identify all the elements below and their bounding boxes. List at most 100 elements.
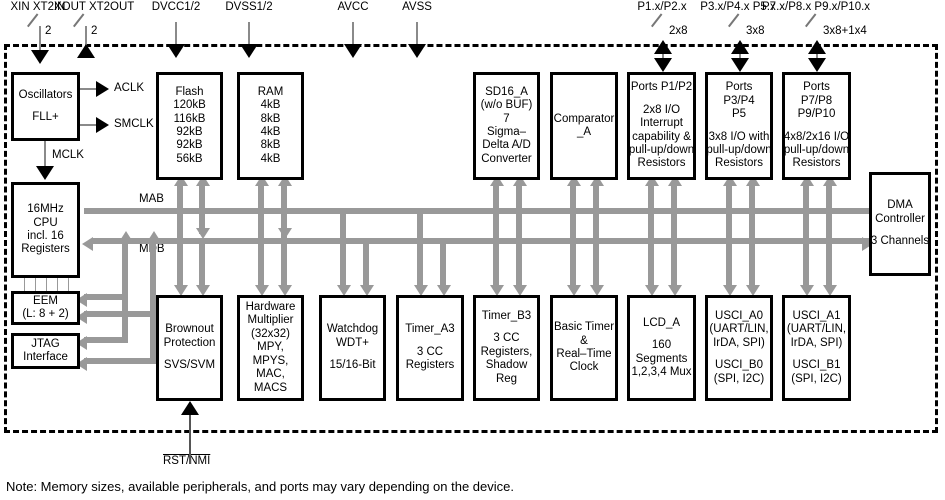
bus-arrow-ram-mab <box>255 175 269 186</box>
block-ports-p1p2-line-5: pull-up/down <box>628 143 695 156</box>
bus-arrow-timerb3-a <box>490 285 504 296</box>
block-ports-p1p2-line-3: Interrupt <box>640 117 683 130</box>
pin-p7p10-line2: P9.x/P10.x <box>814 1 871 13</box>
block-eem[interactable]: EEM (L: 8 + 2) <box>11 291 80 325</box>
bus-stub-p1p2-b <box>671 182 677 240</box>
cpu-eem-hatch-5 <box>68 278 70 291</box>
block-lcd-a[interactable]: LCD_A 160 Segments 1,2,3,4 Mux <box>627 295 696 401</box>
block-sd16a-line-3: Sigma– <box>487 126 526 138</box>
block-dma-line-1: Controller <box>875 212 925 225</box>
pin-stem-xin <box>39 26 41 52</box>
block-ports-p3-p5[interactable]: Ports P3/P4 P5 3x8 I/O with pull-up/down… <box>705 72 773 180</box>
bus-arrow-timera3-a <box>414 285 428 296</box>
block-oscillators[interactable]: Oscillators FLL+ <box>11 72 80 141</box>
block-brownout-protection[interactable]: Brownout Protection SVS/SVM <box>156 295 223 401</box>
block-jtag-interface[interactable]: JTAG Interface <box>11 333 80 369</box>
bus-arrow-comp-up2 <box>590 175 604 186</box>
block-usci0-line-5: (SPI, I2C) <box>713 372 765 385</box>
pin-arrow-p3p5-up <box>731 40 749 54</box>
bus-arrow-ram-mdb-up <box>278 175 292 186</box>
bus-stub-p3p5-b <box>749 182 755 240</box>
block-timer-b3[interactable]: Timer_B3 3 CC Registers, Shadow Reg <box>473 295 540 401</box>
block-ram-line-0: RAM <box>257 85 284 98</box>
block-lcda-line-3: Segments <box>635 352 688 365</box>
bus-width-tick-p3p5 <box>728 26 742 40</box>
pin-arrow-xin <box>31 50 49 64</box>
block-ram-line-5: 4kB <box>260 152 281 165</box>
block-ports-p7-p10[interactable]: Ports P7/P8 P9/P10 4x8/2x16 I/O pull-up/… <box>782 72 851 180</box>
block-cpu-line-0: 16MHz <box>27 203 64 216</box>
pin-label-xout: XOUT XT2OUT <box>54 1 134 14</box>
bus-arrow-cpu-stub-a <box>119 231 133 242</box>
pin-stem-dvcc <box>175 22 177 52</box>
bus-arrow-flash-mab <box>174 175 188 186</box>
block-oscillators-line-2: FLL+ <box>32 111 59 123</box>
block-ports-p3p5-line-0: Ports <box>725 81 753 94</box>
cpu-eem-hatch-4 <box>57 278 59 291</box>
bus-label-mab: MAB <box>139 193 164 205</box>
pin-arrow-xout <box>77 44 95 58</box>
block-wdt-line-3: 15/16-Bit <box>329 359 376 372</box>
bus-eem-return-a <box>122 240 128 300</box>
clock-label-smclk: SMCLK <box>114 118 154 130</box>
bus-stub-hwmult-a <box>258 208 264 290</box>
bus-jtag-feed-b <box>84 358 156 364</box>
bus-arrow-wdt-b <box>360 285 374 296</box>
block-ports-p1-p2[interactable]: Ports P1/P2 2x8 I/O Interrupt capability… <box>627 72 696 180</box>
block-comparator-line-0: Comparator <box>553 112 615 125</box>
cpu-eem-hatch-2 <box>35 278 37 291</box>
block-hwmult-line-4: MPYS, <box>252 354 289 367</box>
bus-arrow-comp-up <box>567 175 581 186</box>
bus-stub-timerb3-a <box>493 208 499 290</box>
cpu-eem-hatch-1 <box>24 278 26 291</box>
block-watchdog-wdt[interactable]: Watchdog WDT+ 15/16-Bit <box>319 295 386 401</box>
block-sd16-a[interactable]: SD16_A (w/o BUF) 7 Sigma– Delta A/D Conv… <box>473 72 540 180</box>
block-usci-a1-b1[interactable]: USCI_A1 (UART/LIN, IrDA, SPI) USCI_B1 (S… <box>782 295 851 401</box>
block-ram-line-2: 8kB <box>260 112 281 125</box>
block-basictimer-line-1: & <box>580 334 588 347</box>
block-wdt-line-1: WDT+ <box>336 336 369 349</box>
bus-jtag-feed-a <box>84 337 128 343</box>
block-timer-a3[interactable]: Timer_A3 3 CC Registers <box>396 295 464 401</box>
pin-arrow-avcc <box>344 44 362 58</box>
pin-dvcc-line1: DVCC1/2 <box>151 1 201 13</box>
bus-arrow-usci0-b <box>746 285 760 296</box>
bus-mdb-arrow-to-cpu <box>82 237 93 251</box>
pin-arrow-p1p2-up <box>654 40 672 54</box>
bus-arrow-eem-a <box>76 293 87 307</box>
block-basic-timer-rtc[interactable]: Basic Timer & Real–Time Clock <box>550 295 618 401</box>
block-usci1-line-4: USCI_B1 <box>792 359 841 372</box>
block-ram[interactable]: RAM 4kB 8kB 4kB 8kB 4kB <box>237 72 304 180</box>
bus-stub-lcd-b <box>671 238 677 290</box>
rst-nmi-arrow <box>181 401 199 415</box>
bus-stub-wdt-a <box>340 208 346 290</box>
bus-stub-flash-mdb2 <box>199 212 205 234</box>
block-hwmult-line-1: Multiplier <box>247 314 294 327</box>
bus-arrow-usci1-b <box>823 285 837 296</box>
block-timera3-line-2: 3 CC <box>416 345 444 358</box>
block-cpu[interactable]: 16MHz CPU incl. 16 Registers <box>11 182 80 278</box>
block-usci-a0-b0[interactable]: USCI_A0 (UART/LIN, IrDA, SPI) USCI_B0 (S… <box>705 295 773 401</box>
block-ram-line-3: 4kB <box>260 126 281 138</box>
block-lcda-line-0: LCD_A <box>642 316 681 329</box>
bus-arrow-basictimer-b <box>590 285 604 296</box>
block-eem-line-1: (L: 8 + 2) <box>22 308 69 320</box>
bus-width-tick-p1p2 <box>651 26 665 40</box>
block-comparator-a[interactable]: Comparator _A <box>550 72 618 180</box>
pin-label-dvcc: DVCC1/2 <box>140 1 212 14</box>
block-flash[interactable]: Flash 120kB 116kB 92kB 92kB 56kB <box>156 72 223 180</box>
bus-arrow-timera3-b <box>437 285 451 296</box>
block-hardware-multiplier[interactable]: Hardware Multiplier (32x32) MPY, MPYS, M… <box>237 295 304 401</box>
bus-stub-basictimer-b <box>593 238 599 290</box>
bus-arrow-dma-mdb <box>862 237 873 251</box>
bus-jtag-return-a <box>122 294 128 342</box>
bus-arrow-jtag-b <box>76 357 87 371</box>
bus-mab <box>84 208 874 214</box>
block-usci0-line-1: (UART/LIN, <box>709 323 769 336</box>
block-timerb3-line-4: Shadow <box>485 359 528 372</box>
bus-eem-return-b <box>150 240 156 314</box>
bus-arrow-brownout-a <box>174 285 188 296</box>
pin-p3p5-line1: P3.x/P4.x <box>700 1 750 13</box>
block-oscillators-line-0: Oscillators <box>18 88 73 101</box>
block-dma-controller[interactable]: DMA Controller 3 Channels <box>869 172 931 276</box>
